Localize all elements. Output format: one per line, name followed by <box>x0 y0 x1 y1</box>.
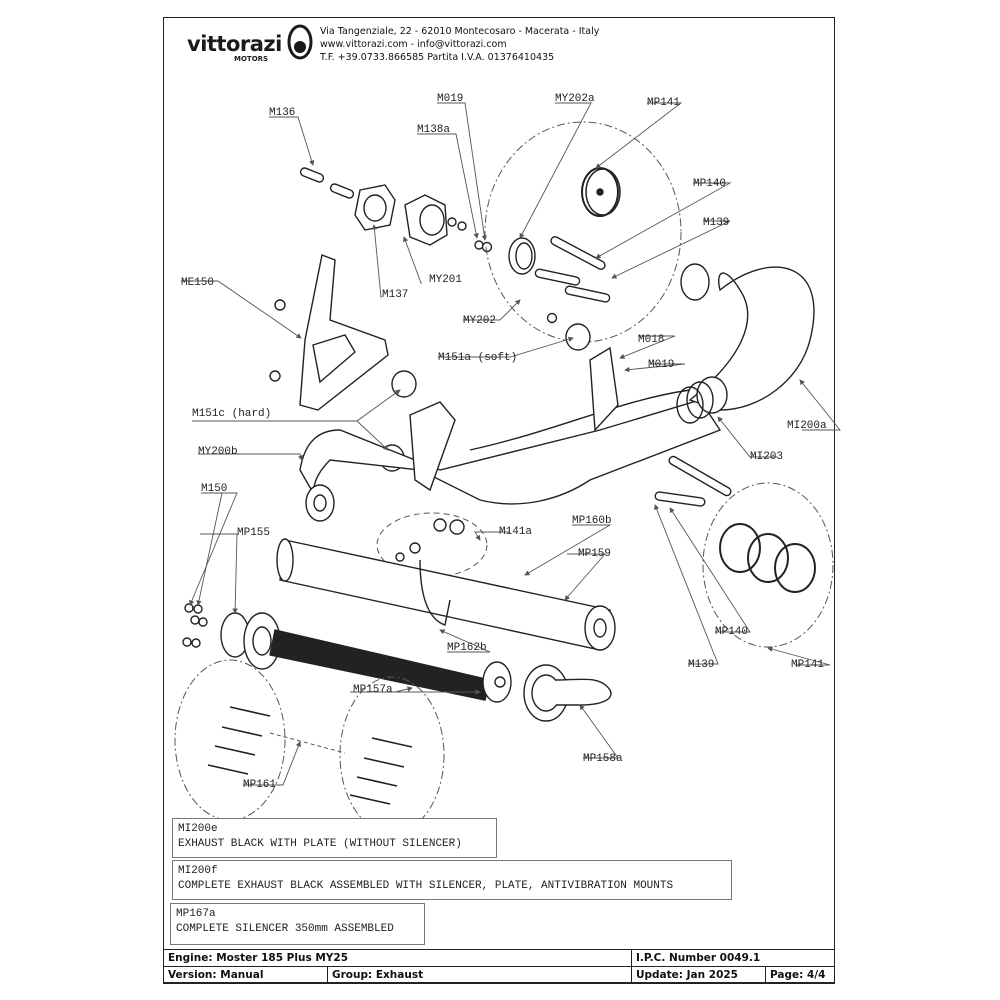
label-mp157a: MP157a <box>353 684 393 696</box>
logo-wordmark: vittorazi <box>187 32 282 56</box>
label-mp158a: MP158a <box>583 753 623 765</box>
title-block: Engine: Moster 185 Plus MY25 I.P.C. Numb… <box>163 949 835 984</box>
m137-gasket-part <box>354 184 396 231</box>
label-my200b: MY200b <box>198 446 238 458</box>
mp157a-perforated-tube-part <box>269 629 491 701</box>
label-mp155: MP155 <box>237 527 270 539</box>
mp141-spring-coil-part <box>581 167 621 217</box>
m151a-mount-part <box>546 312 591 351</box>
lower-springs-part <box>654 455 732 507</box>
mp157a-end-flange-part <box>482 661 512 703</box>
m141a-kit-outline <box>376 512 488 578</box>
label-my202: MY202 <box>463 315 496 327</box>
kit-description: EXHAUST BLACK WITH PLATE (WITHOUT SILENC… <box>178 838 462 850</box>
company-web-email: www.vittorazi.com - info@vittorazi.com <box>320 39 507 50</box>
label-me150: ME150 <box>181 277 214 289</box>
mp161-kit-outline-left <box>174 659 286 821</box>
my202a-ring-part <box>508 237 536 275</box>
ipc-number-cell: I.P.C. Number 0049.1 <box>631 949 835 967</box>
m138a-washer-part <box>474 240 484 250</box>
m019-nut-part <box>481 241 493 253</box>
label-my202a: MY202a <box>555 93 595 105</box>
mp159-silencer-part <box>276 538 616 651</box>
m136-pin-part <box>299 167 355 199</box>
kit-description: COMPLETE EXHAUST BLACK ASSEMBLED WITH SI… <box>178 880 674 892</box>
label-mp162b: MP162b <box>447 642 487 654</box>
page-cell: Page: 4/4 <box>765 966 835 984</box>
mi200a-head-pipe-part <box>680 263 815 414</box>
mp161-rivets-part <box>207 706 413 805</box>
engine-cell: Engine: Moster 185 Plus MY25 <box>163 949 632 967</box>
kit-box-mp167a: MP167a COMPLETE SILENCER 350mm ASSEMBLED <box>170 903 425 945</box>
company-info: Via Tangenziale, 22 - 62010 Montecosaro … <box>320 25 599 64</box>
group-cell: Group: Exhaust <box>327 966 632 984</box>
mp141-kit-outline <box>702 482 834 648</box>
version-cell: Version: Manual <box>163 966 328 984</box>
label-mp160b: MP160b <box>572 515 612 527</box>
update-cell: Update: Jan 2025 <box>631 966 766 984</box>
me150-plate-part <box>269 254 389 411</box>
label-m139-bot: M139 <box>688 659 714 671</box>
kit-code: MI200e <box>178 823 218 835</box>
kit-box-mi200f: MI200f COMPLETE EXHAUST BLACK ASSEMBLED … <box>172 860 732 900</box>
kit-description: COMPLETE SILENCER 350mm ASSEMBLED <box>176 923 394 935</box>
label-mp140-bot: MP140 <box>715 626 748 638</box>
mp161-kit-outline-right <box>339 676 445 834</box>
mp141-spring-coils-part <box>719 523 816 593</box>
kit-code: MP167a <box>176 908 216 920</box>
label-m141a: M141a <box>499 526 532 538</box>
label-m019-mid: M019 <box>648 359 674 371</box>
label-mp141-bot: MP141 <box>791 659 824 671</box>
label-m018: M018 <box>638 334 664 346</box>
my200b-exhaust-body-part <box>299 346 722 522</box>
my202-kit-outline <box>484 121 682 343</box>
company-phone-vat: T.F. +39.0733.866585 Partita I.V.A. 0137… <box>320 52 555 63</box>
mp161-kit-link <box>269 732 346 754</box>
label-mp141-top: MP141 <box>647 97 680 109</box>
label-m136: M136 <box>269 107 295 119</box>
mp158a-end-cap-part <box>523 664 612 722</box>
label-m019-top: M019 <box>437 93 463 105</box>
leader-lines <box>181 102 841 786</box>
label-m139-top: M139 <box>703 217 729 229</box>
m150-nuts-part <box>182 603 208 648</box>
label-mp161: MP161 <box>243 779 276 791</box>
part-labels: M136 M019 M138a MY202a MP141 MP140 M139 … <box>181 93 827 791</box>
label-my201: MY201 <box>429 274 462 286</box>
my201-manifold-part <box>404 194 467 246</box>
logo-subtext: MOTORS <box>234 55 269 63</box>
label-m151c: M151c (hard) <box>192 408 271 420</box>
kit-code: MI200f <box>178 865 218 877</box>
label-m150: M150 <box>201 483 227 495</box>
label-mi203: MI203 <box>750 451 783 463</box>
mi203-sleeve-part <box>676 381 714 424</box>
label-m151a: M151a (soft) <box>438 352 517 364</box>
label-mp159: MP159 <box>578 548 611 560</box>
label-m138a: M138a <box>417 124 450 136</box>
label-m137: M137 <box>382 289 408 301</box>
label-mp140-top: MP140 <box>693 178 726 190</box>
mp155-flange-part <box>220 612 281 670</box>
label-mi200a: MI200a <box>787 420 827 432</box>
m141a-clamp-part <box>395 518 465 562</box>
kit-box-mi200e: MI200e EXHAUST BLACK WITH PLATE (WITHOUT… <box>172 818 497 858</box>
company-address: Via Tangenziale, 22 - 62010 Montecosaro … <box>320 26 600 37</box>
logo-emblem-icon <box>287 24 313 60</box>
mp140-spring-part <box>534 236 611 303</box>
